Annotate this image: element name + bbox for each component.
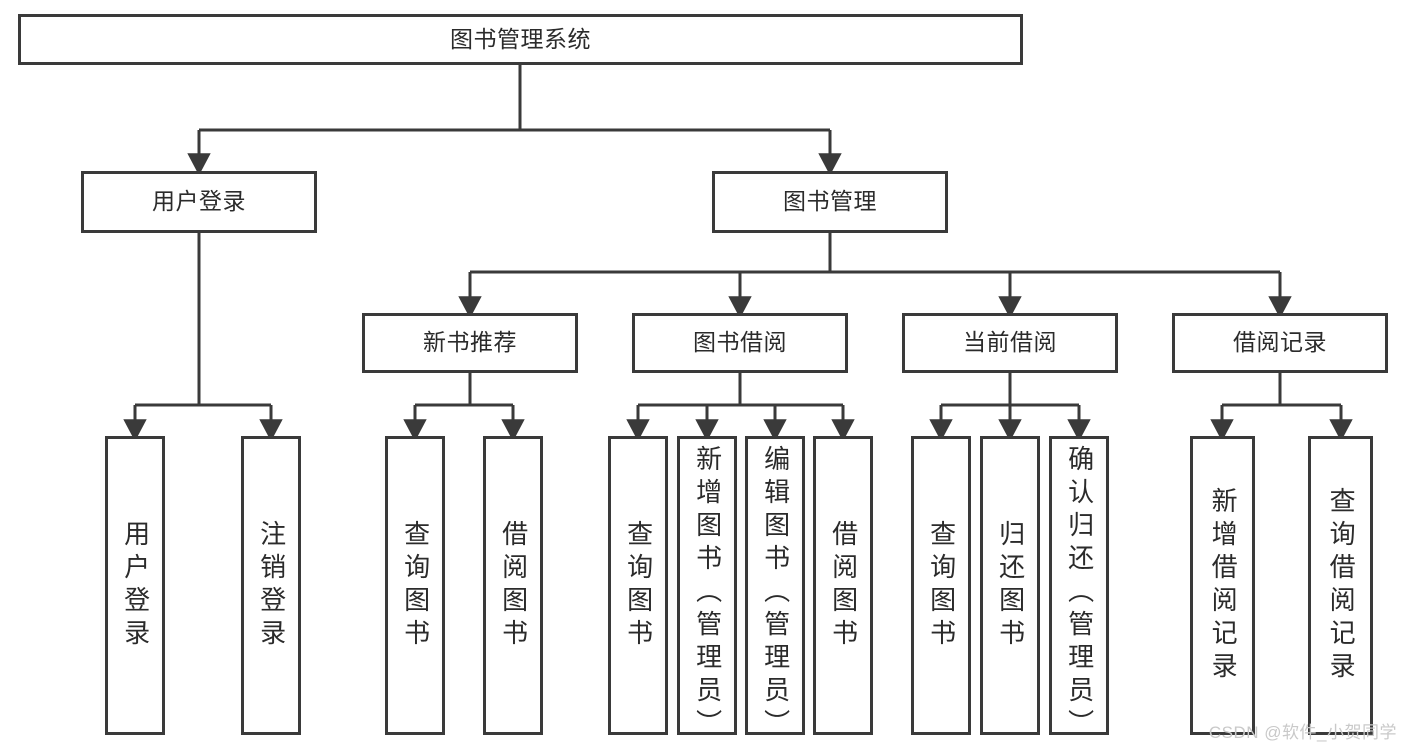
node-label: 借阅图书	[498, 519, 529, 652]
leaf-borrow-borrow-book[interactable]: 借阅图书	[813, 436, 873, 735]
node-book-management[interactable]: 图书管理	[712, 171, 948, 233]
node-label: 归还图书	[995, 519, 1026, 652]
node-label: 借阅记录	[1233, 329, 1327, 356]
node-label: 新书推荐	[423, 329, 517, 356]
node-label: 编辑图书（管理员）	[760, 445, 791, 742]
node-label: 新增图书（管理员）	[692, 445, 723, 742]
node-label: 图书借阅	[693, 329, 787, 356]
node-new-book-recommend[interactable]: 新书推荐	[362, 313, 578, 373]
node-label: 新增借阅记录	[1208, 486, 1239, 685]
node-user-login[interactable]: 用户登录	[81, 171, 317, 233]
node-label: 确认归还（管理员）	[1064, 445, 1095, 742]
leaf-borrow-edit-book-admin[interactable]: 编辑图书（管理员）	[745, 436, 805, 742]
leaf-borrow-query-book[interactable]: 查询图书	[608, 436, 668, 735]
csdn-watermark: CSDN @软件_小贺同学	[1208, 723, 1397, 742]
node-label: 查询借阅记录	[1326, 486, 1357, 685]
node-book-borrow[interactable]: 图书借阅	[632, 313, 848, 373]
node-label: 查询图书	[926, 519, 957, 652]
node-label: 当前借阅	[963, 329, 1057, 356]
leaf-current-confirm-return-admin[interactable]: 确认归还（管理员）	[1049, 436, 1109, 742]
node-label: 用户登录	[152, 188, 246, 215]
leaf-record-query-record[interactable]: 查询借阅记录	[1308, 436, 1373, 735]
node-label: 注销登录	[256, 519, 287, 652]
leaf-recommend-query-book[interactable]: 查询图书	[385, 436, 445, 735]
node-borrow-record[interactable]: 借阅记录	[1172, 313, 1388, 373]
node-label: 图书管理	[783, 188, 877, 215]
node-label: 查询图书	[400, 519, 431, 652]
leaf-current-query-book[interactable]: 查询图书	[911, 436, 971, 735]
node-label: 用户登录	[120, 519, 151, 652]
leaf-recommend-borrow-book[interactable]: 借阅图书	[483, 436, 543, 735]
node-current-borrow[interactable]: 当前借阅	[902, 313, 1118, 373]
leaf-user-login-login[interactable]: 用户登录	[105, 436, 165, 735]
node-label: 查询图书	[623, 519, 654, 652]
leaf-current-return-book[interactable]: 归还图书	[980, 436, 1040, 735]
leaf-user-login-logout[interactable]: 注销登录	[241, 436, 301, 735]
node-label: 借阅图书	[828, 519, 859, 652]
node-root-system[interactable]: 图书管理系统	[18, 14, 1023, 65]
node-label: 图书管理系统	[450, 25, 591, 52]
leaf-borrow-add-book-admin[interactable]: 新增图书（管理员）	[677, 436, 737, 742]
leaf-record-add-record[interactable]: 新增借阅记录	[1190, 436, 1255, 735]
